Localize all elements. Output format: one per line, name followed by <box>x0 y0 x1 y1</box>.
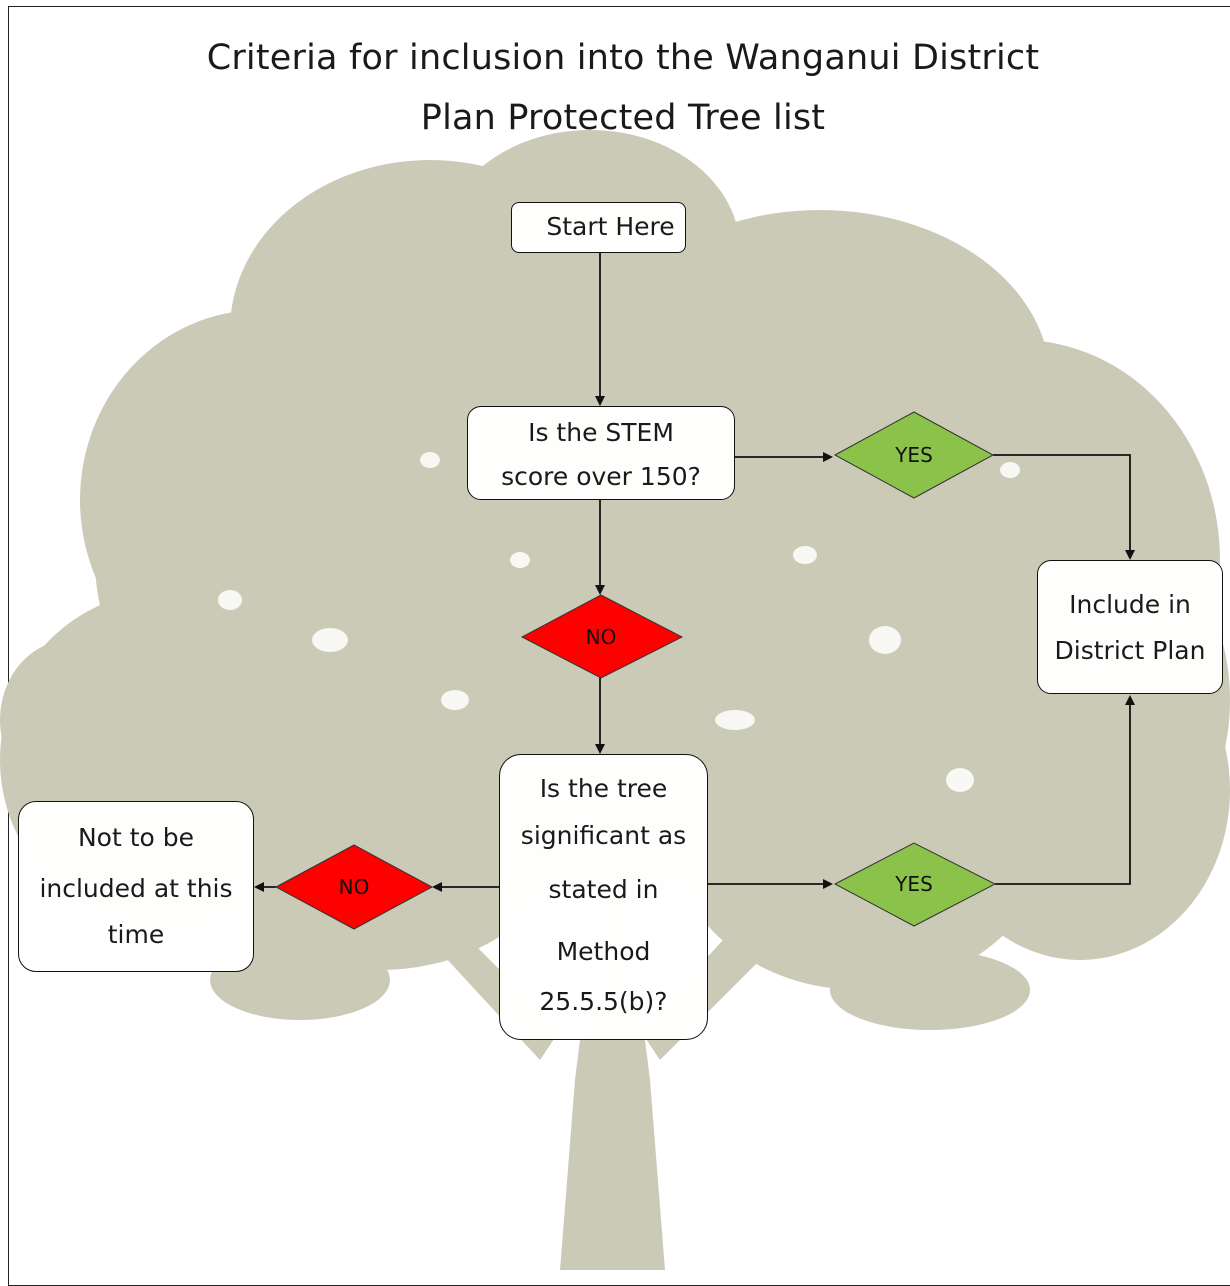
include-node: Include in District Plan <box>1037 560 1223 694</box>
exclude-line-2: included at this <box>39 874 233 903</box>
decision-sig-yes-diamond <box>833 842 997 927</box>
stem-question-line-2: score over 150? <box>501 462 701 491</box>
arrow-yes-to-include-bottom <box>995 695 1135 885</box>
diagram-title-line-2: Plan Protected Tree list <box>420 98 826 138</box>
stem-question-node: Is the STEM score over 150? <box>467 406 735 500</box>
stem-no-label: NO <box>585 625 617 649</box>
start-node: Start Here <box>511 202 686 253</box>
diagram-title-line-1: Criteria for inclusion into the Wanganui… <box>206 38 1040 78</box>
stem-question-line-1: Is the STEM <box>528 418 674 447</box>
significance-line-5: 25.5.5(b)? <box>539 987 668 1016</box>
decision-stem-no-diamond <box>520 594 684 679</box>
significance-question-node: Is the tree significant as stated in Met… <box>499 754 708 1040</box>
sig-no-label: NO <box>338 875 370 899</box>
stem-yes-label: YES <box>895 443 933 467</box>
sig-yes-label: YES <box>895 872 933 896</box>
exclude-line-3: time <box>107 920 165 949</box>
arrow-yes-to-include-top <box>993 454 1135 560</box>
include-line-1: Include in <box>1069 590 1191 619</box>
significance-line-3: stated in <box>548 875 659 904</box>
significance-line-4: Method <box>556 937 651 966</box>
exclude-line-1: Not to be <box>77 823 195 852</box>
start-node-label: Start Here <box>546 212 675 241</box>
decision-stem-yes-diamond <box>833 411 995 499</box>
significance-line-2: significant as <box>520 821 687 850</box>
include-line-2: District Plan <box>1054 636 1206 665</box>
decision-sig-no-diamond <box>274 844 434 930</box>
exclude-node: Not to be included at this time <box>18 801 254 972</box>
significance-line-1: Is the tree <box>539 774 668 803</box>
